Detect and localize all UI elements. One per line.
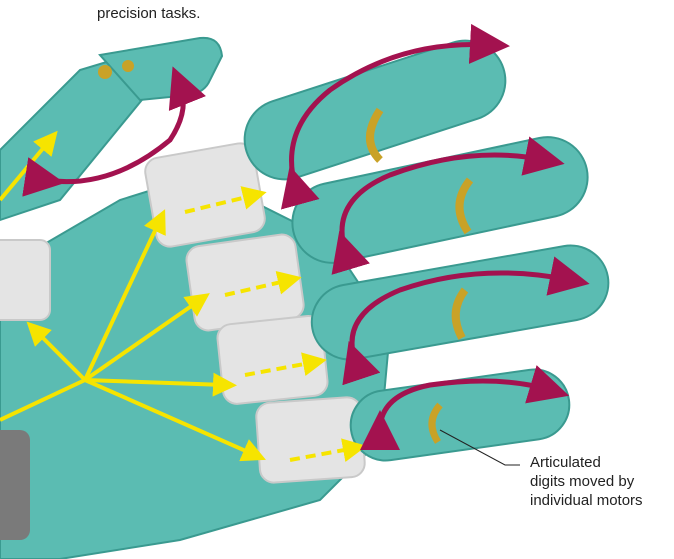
- digits-caption-line-2: digits moved by: [530, 472, 643, 491]
- wrist: [0, 430, 30, 540]
- digits-caption: Articulated digits moved by individual m…: [530, 453, 643, 510]
- digits-caption-line-1: Articulated: [530, 453, 643, 472]
- top-caption: precision tasks.: [97, 4, 200, 23]
- digits-caption-line-3: individual motors: [530, 491, 643, 510]
- motor-joint-little: [255, 396, 365, 483]
